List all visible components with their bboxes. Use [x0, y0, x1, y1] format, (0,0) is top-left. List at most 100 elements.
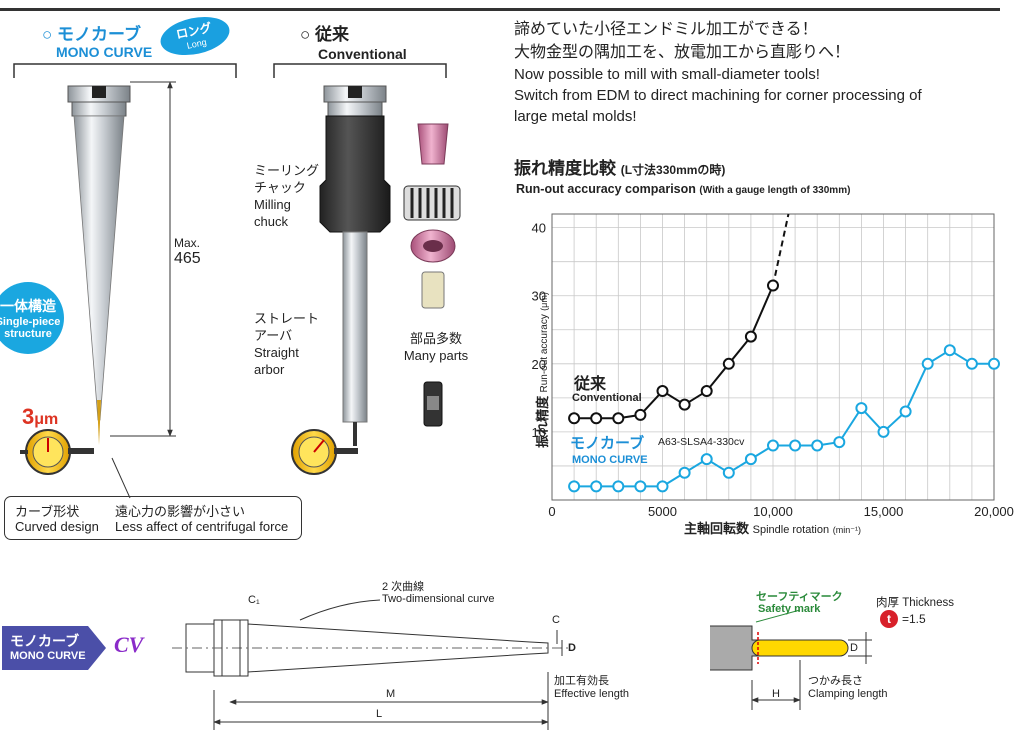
- callout-en2: Less affect of centrifugal force: [115, 519, 289, 534]
- series-point-1: [722, 466, 735, 479]
- dim-m: M: [386, 688, 396, 700]
- chart-title-en-note: (With a gauge length of 330mm): [699, 185, 851, 196]
- callout-en1: Curved design: [15, 519, 99, 534]
- mono-cv-badge: モノカーブ MONO CURVE: [2, 626, 106, 670]
- thick-jp: 肉厚: [876, 597, 899, 609]
- single-piece-en2: structure: [4, 328, 52, 340]
- part-nut: [417, 123, 449, 165]
- series-point-1: [965, 357, 978, 370]
- mono-tip: [97, 400, 101, 445]
- mono-series-label-en: MONO CURVE: [572, 454, 648, 466]
- x-tick-label: 10,000: [753, 504, 793, 519]
- accuracy-value: 3μm: [22, 404, 58, 430]
- headline-en2: Switch from EDM to direct machining for …: [514, 87, 922, 104]
- series-point-0: [678, 398, 691, 411]
- accuracy-num: 3: [22, 404, 35, 429]
- series-point-1: [767, 439, 779, 452]
- series-point-0: [700, 385, 713, 398]
- thick-val: =1.5: [902, 612, 926, 626]
- detail-h: H: [772, 688, 780, 700]
- series-point-0: [634, 408, 647, 421]
- mono-holder-notch: [92, 86, 106, 98]
- thick-label: 肉厚 Thickness: [876, 594, 954, 610]
- straight-arbor-label: ストレート アーバ Straight arbor: [254, 310, 319, 378]
- series-point-1: [921, 357, 934, 370]
- chart-xlabel-en: Spindle rotation: [752, 524, 830, 536]
- series-point-1: [678, 466, 691, 479]
- mono-label-en: MONO CURVE: [56, 44, 153, 60]
- callout-jp2: 遠心力の影響が小さい: [115, 504, 246, 519]
- series-point-1: [943, 344, 956, 357]
- series-point-0: [656, 385, 669, 398]
- x-tick-label: 0: [548, 504, 555, 519]
- chart-xlabel-unit: (min⁻¹): [832, 525, 861, 535]
- series-point-1: [656, 480, 669, 493]
- curve-jp: 2 次曲線: [382, 581, 425, 593]
- milling-chuck-en1: Milling: [254, 197, 291, 212]
- eff-jp: 加工有効長: [554, 675, 609, 687]
- detail-d: D: [850, 642, 858, 654]
- chart-ylabel-en: Run-out accuracy: [539, 314, 550, 393]
- x-tick-label: 15,000: [864, 504, 904, 519]
- max-label-2: 465: [174, 250, 201, 267]
- top-rule: [0, 8, 1000, 11]
- chart-xlabel: 主軸回転数 Spindle rotation (min⁻¹): [684, 518, 861, 537]
- series-line-0: [574, 285, 774, 420]
- straight-arbor-en1: Straight: [254, 345, 299, 360]
- series-point-1: [634, 480, 647, 493]
- x-tick-label: 20,000: [974, 504, 1014, 519]
- milling-chuck-label: ミーリング チャック Milling chuck: [254, 162, 319, 230]
- y-tick-label: 40: [532, 221, 546, 236]
- dim-c1: C₁: [248, 594, 260, 606]
- straight-arbor-jp2: アーバ: [254, 328, 293, 343]
- series-point-1: [568, 480, 581, 493]
- headline: 諦めていた小径エンドミル加工ができる！ 大物金型の隅加工を、放電加工から直彫りへ…: [514, 18, 922, 127]
- safety-jp: セーフティマーク: [756, 591, 843, 603]
- series-point-1: [700, 453, 713, 466]
- chart-title-jp: 振れ精度比較 (L寸法330mmの時): [514, 154, 725, 179]
- mono-series-model: A63-SLSA4-330cv: [658, 436, 745, 448]
- chart-frame: [551, 213, 995, 501]
- conv-label-jp: ○ 従来: [300, 25, 349, 44]
- straight-arbor-jp1: ストレート: [254, 311, 320, 326]
- series-point-1: [988, 357, 1000, 370]
- conv-chuck-body: [319, 115, 391, 233]
- mono-series-label-jp: モノカーブ: [570, 435, 645, 452]
- series-point-1: [855, 402, 868, 415]
- part-collet: [421, 271, 445, 309]
- series-point-1: [744, 453, 757, 466]
- milling-chuck-jp2: チャック: [254, 180, 306, 195]
- series-point-0: [722, 357, 735, 370]
- x-tick-label: 5000: [648, 504, 677, 519]
- series-extrapolation-0: [772, 213, 790, 286]
- series-point-0: [767, 279, 779, 292]
- y-tick-label: 10: [532, 425, 546, 440]
- chart-ylabel: 振れ精度 Run-out accuracy (μm): [532, 270, 552, 470]
- y-tick-label: 30: [532, 289, 546, 304]
- mono-cv-jp: モノカーブ: [10, 633, 80, 649]
- dim-l: L: [376, 708, 383, 720]
- series-point-1: [899, 405, 912, 418]
- callout-box: カーブ形状 遠心力の影響が小さい Curved design Less affe…: [4, 496, 302, 540]
- milling-chuck-en2: chuck: [254, 214, 288, 229]
- clamp-en: Clamping length: [808, 688, 888, 700]
- single-piece-badge: 一体構造 Single-piece structure: [0, 282, 64, 354]
- chart-ylabel-unit: (μm): [539, 292, 549, 311]
- mono-taper-body: [73, 115, 125, 421]
- chart-title-jp-main: 振れ精度比較: [514, 159, 616, 178]
- curve-en: Two-dimensional curve: [382, 593, 495, 605]
- series-point-0: [744, 330, 757, 343]
- headline-en3: large metal molds!: [514, 108, 637, 125]
- conv-bracket: [273, 63, 447, 78]
- accuracy-unit: μm: [34, 411, 59, 428]
- headline-en1: Now possible to mill with small-diameter…: [514, 66, 820, 83]
- headline-jp2: 大物金型の隅加工を、放電加工から直彫りへ！: [514, 44, 851, 61]
- thick-en: Thickness: [902, 597, 954, 609]
- chart: 0 5000 10,000 15,000 20,000 10 20 30 40: [532, 213, 1014, 519]
- headline-jp1: 諦めていた小径エンドミル加工ができる！: [514, 21, 818, 38]
- y-tick-label: 20: [532, 357, 546, 372]
- many-parts-label: 部品多数 Many parts: [396, 330, 476, 364]
- dim-d: D: [568, 642, 576, 654]
- callout-jp1: カーブ形状: [15, 504, 80, 519]
- dim-c: C: [552, 614, 560, 626]
